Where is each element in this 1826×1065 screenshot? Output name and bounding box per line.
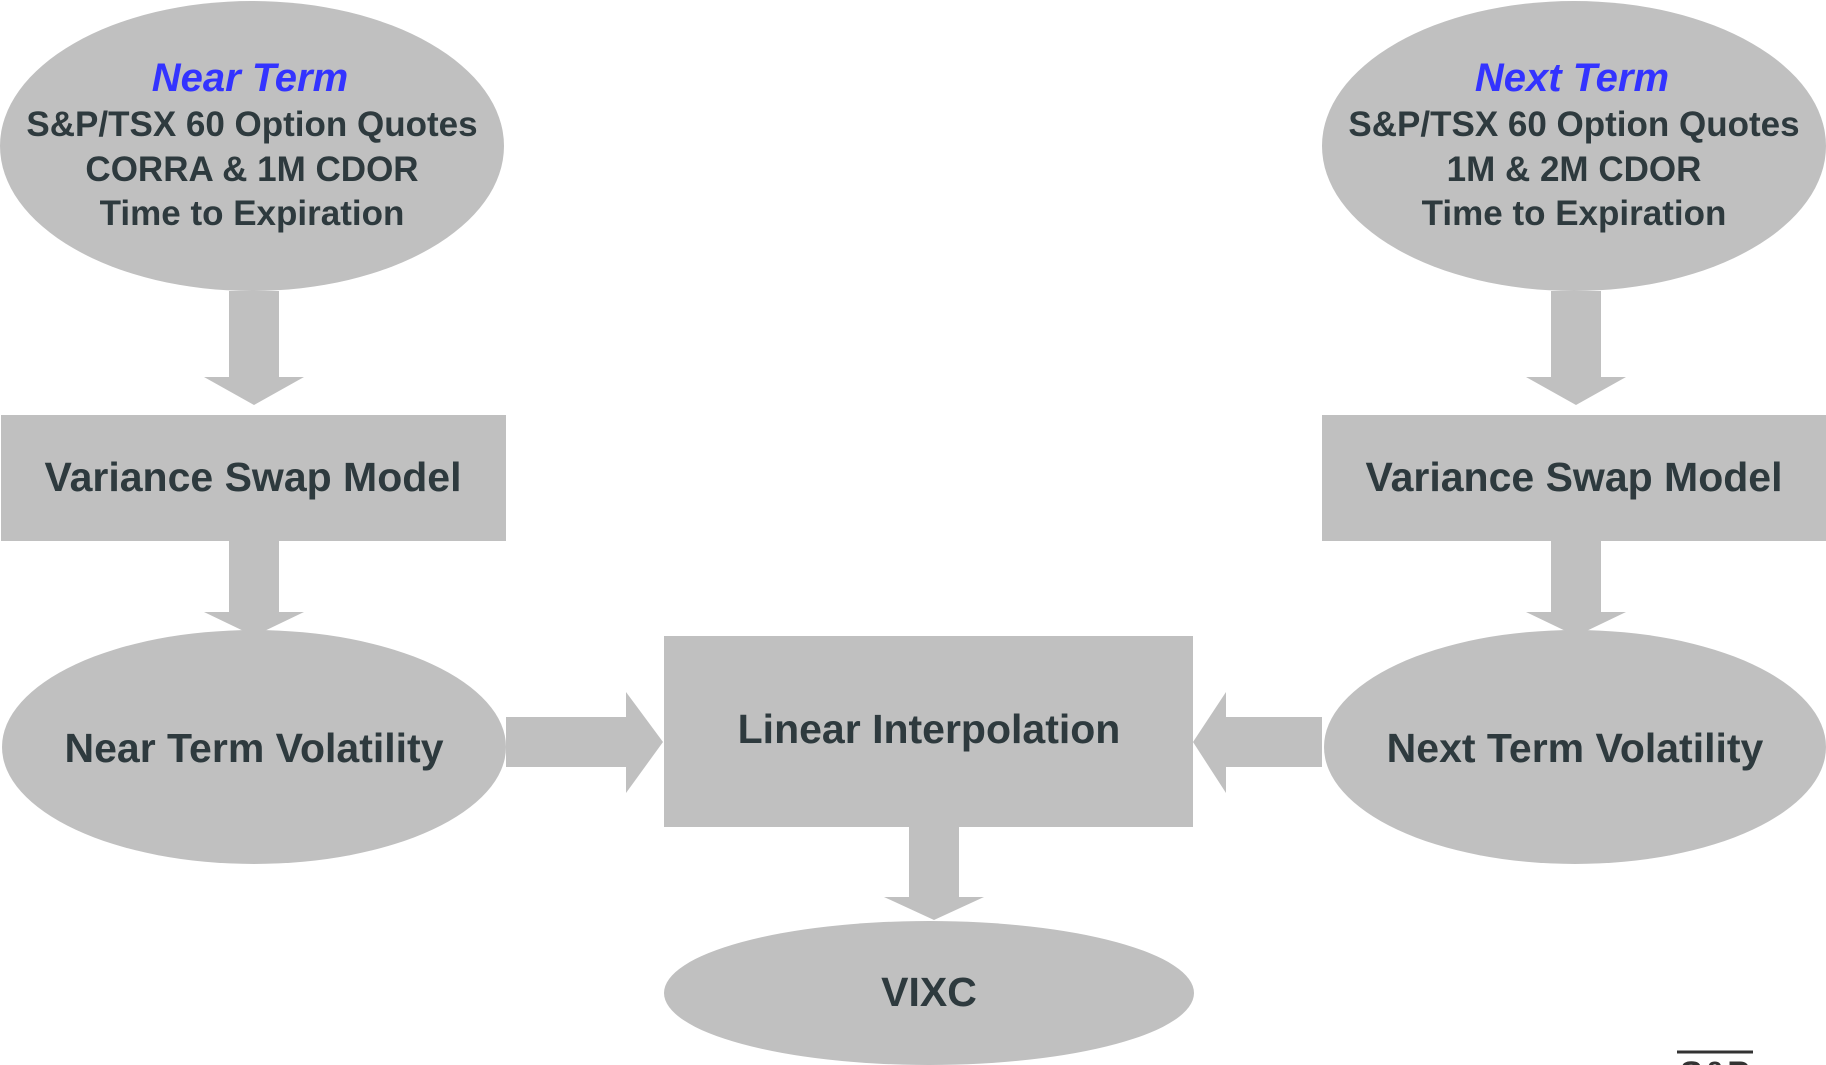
interpolation-to-vixc-arrow <box>884 827 984 920</box>
near-variance-swap-model-label: Variance Swap Model <box>45 454 462 500</box>
near-term-heading: Near Term <box>152 56 348 100</box>
next-term-volatility-node: Next Term Volatility <box>1324 630 1826 864</box>
next-term-option-quotes: S&P/TSX 60 Option Quotes <box>1348 105 1799 144</box>
near-input-to-model-arrow <box>204 291 304 405</box>
vixc-label: VIXC <box>881 969 977 1015</box>
sp-logo-text: S&P <box>1680 1055 1750 1065</box>
vixc-output-node: VIXC <box>664 921 1194 1065</box>
next-variance-swap-model-label: Variance Swap Model <box>1366 454 1783 500</box>
near-term-volatility-label: Near Term Volatility <box>65 725 444 771</box>
near-term-volatility-node: Near Term Volatility <box>2 630 506 864</box>
next-term-expiration: Time to Expiration <box>1422 194 1727 233</box>
near-variance-swap-model-node: Variance Swap Model <box>1 415 506 541</box>
next-volatility-to-interpolation-arrow <box>1193 692 1322 793</box>
near-term-expiration: Time to Expiration <box>100 194 405 233</box>
next-variance-swap-model-node: Variance Swap Model <box>1322 415 1826 541</box>
next-term-rates: 1M & 2M CDOR <box>1447 150 1702 189</box>
next-term-heading: Next Term <box>1475 56 1669 100</box>
near-model-to-volatility-arrow <box>204 541 304 636</box>
near-term-rates: CORRA & 1M CDOR <box>85 150 418 189</box>
near-volatility-to-interpolation-arrow <box>506 692 663 793</box>
near-term-input-node: Near Term S&P/TSX 60 Option Quotes CORRA… <box>0 1 504 291</box>
linear-interpolation-node: Linear Interpolation <box>664 636 1193 827</box>
next-term-input-node: Next Term S&P/TSX 60 Option Quotes 1M & … <box>1322 1 1826 291</box>
near-term-option-quotes: S&P/TSX 60 Option Quotes <box>26 105 477 144</box>
next-model-to-volatility-arrow <box>1526 541 1626 636</box>
linear-interpolation-label: Linear Interpolation <box>738 706 1121 752</box>
next-input-to-model-arrow <box>1526 291 1626 405</box>
next-term-volatility-label: Next Term Volatility <box>1387 725 1764 771</box>
sp-logo: S&P <box>1677 1050 1753 1065</box>
